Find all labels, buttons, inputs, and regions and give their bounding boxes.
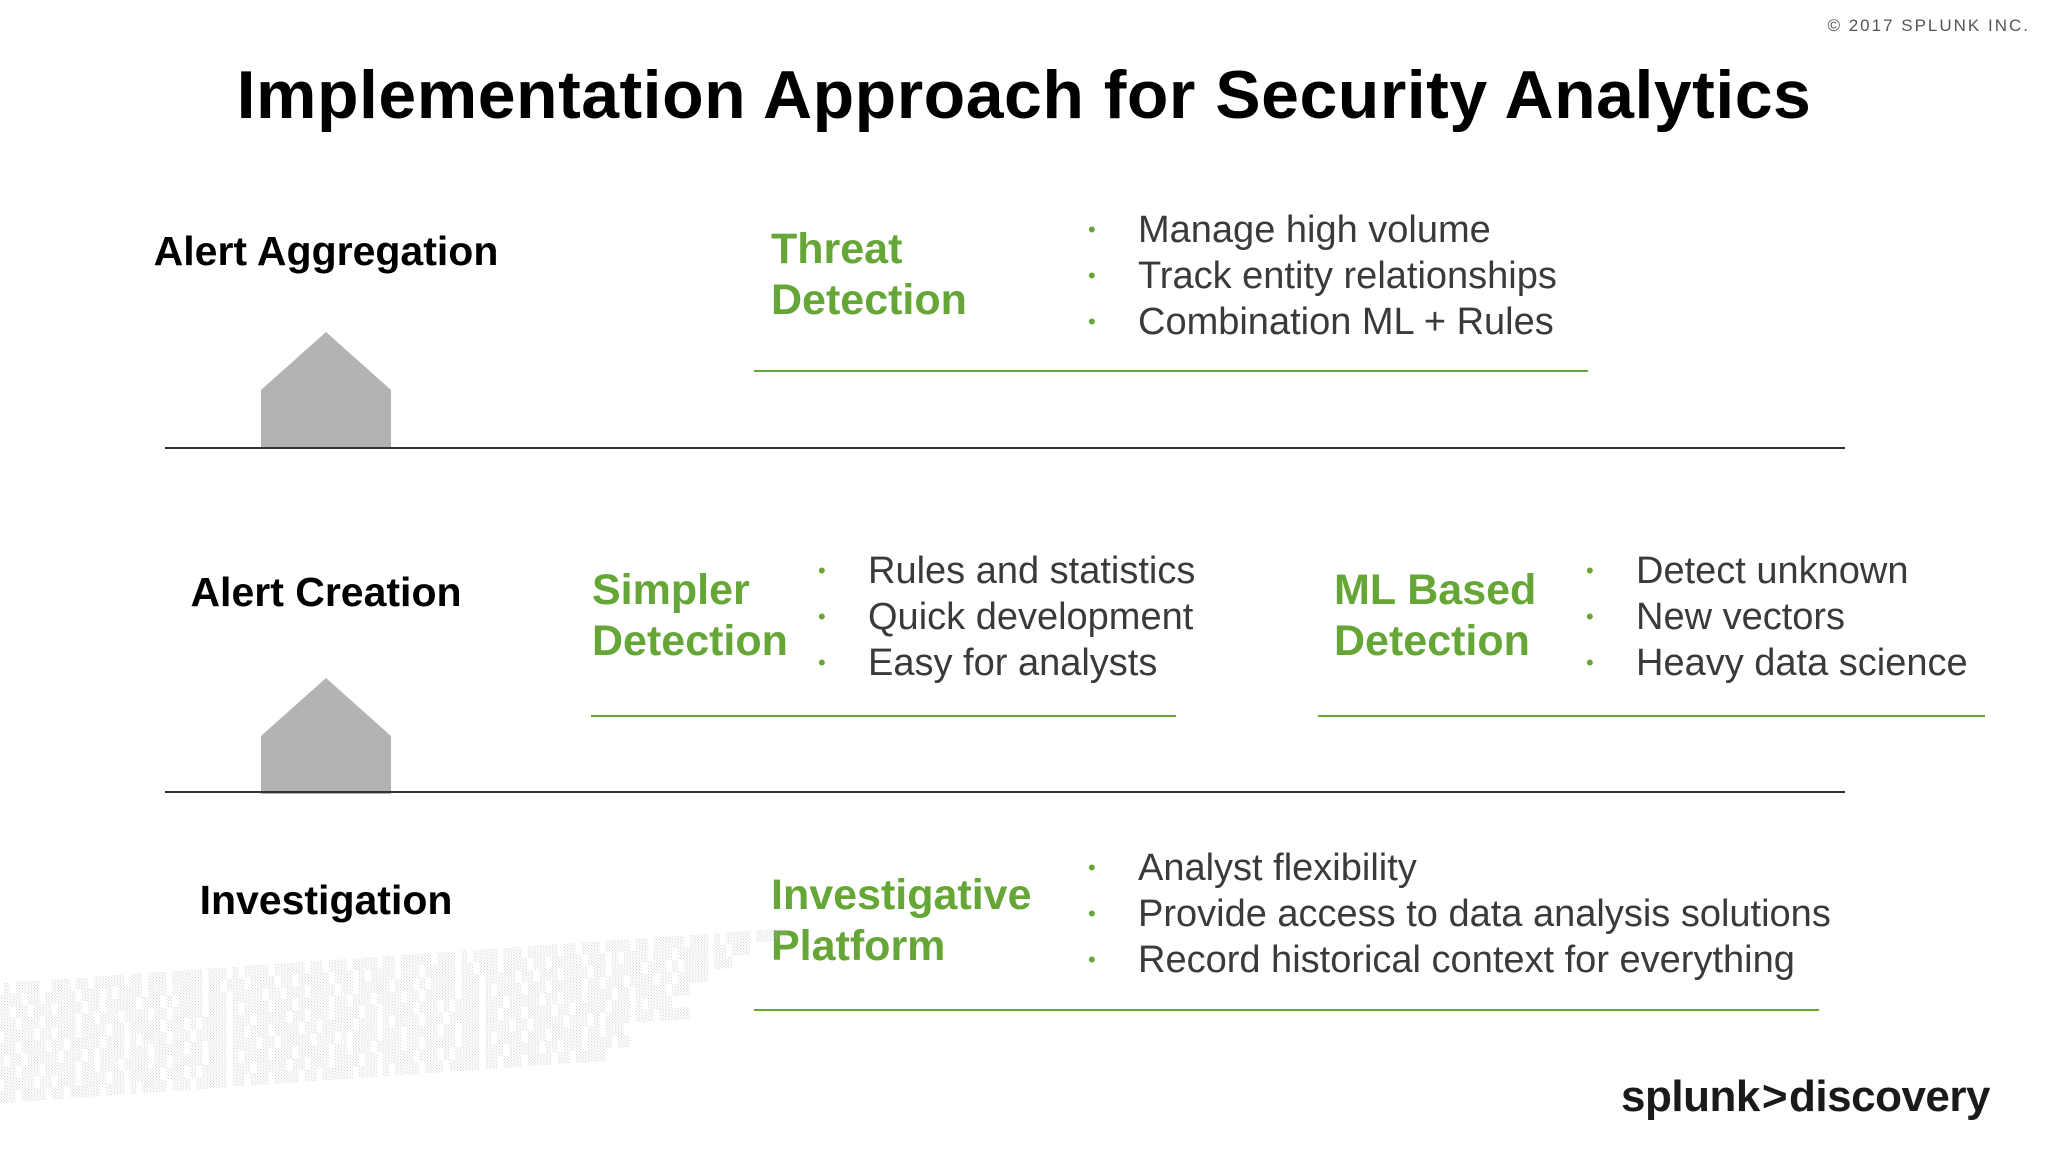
ml-heading-line2: Detection: [1334, 617, 1530, 665]
bullet-item: Provide access to data analysis solution…: [1088, 891, 1831, 937]
bullet-item: New vectors: [1586, 594, 1968, 640]
investigative-platform-heading: Investigative Platform: [771, 870, 1032, 972]
stage-label-investigation: Investigation: [199, 877, 453, 923]
simpler-detection-heading: Simpler Detection: [592, 565, 788, 667]
investigative-platform-underline: [754, 1009, 1819, 1011]
copyright-notice: © 2017 SPLUNK INC.: [1827, 16, 2030, 35]
investigative-heading-line1: Investigative: [771, 871, 1032, 919]
bullet-item: Detect unknown: [1586, 548, 1968, 594]
simpler-detection-bullets: Rules and statistics Quick development E…: [818, 548, 1195, 686]
logo-text-splunk: splunk: [1621, 1072, 1760, 1121]
simpler-heading-line2: Detection: [592, 617, 788, 665]
ml-detection-heading: ML Based Detection: [1334, 565, 1536, 667]
bullet-item: Quick development: [818, 594, 1195, 640]
bullet-item: Rules and statistics: [818, 548, 1195, 594]
investigative-platform-bullets: Analyst flexibility Provide access to da…: [1088, 845, 1831, 983]
stage-divider-line: [165, 791, 1845, 793]
bullet-item: Easy for analysts: [818, 640, 1195, 686]
simpler-heading-line1: Simpler: [592, 566, 750, 614]
ml-heading-line1: ML Based: [1334, 566, 1537, 614]
threat-detection-heading: Threat Detection: [771, 224, 967, 326]
bullet-item: Record historical context for everything: [1088, 937, 1831, 983]
stage-divider-line: [165, 447, 1845, 449]
logo-text-discovery: discovery: [1789, 1072, 1990, 1121]
threat-detection-underline: [754, 370, 1588, 372]
investigative-heading-line2: Platform: [771, 922, 946, 970]
splunk-discovery-logo: splunk>discovery: [1621, 1072, 1990, 1122]
bullet-item: Heavy data science: [1586, 640, 1968, 686]
bullet-item: Manage high volume: [1088, 207, 1557, 253]
simpler-detection-underline: [591, 715, 1176, 717]
logo-chevron: >: [1761, 1072, 1788, 1121]
slide-title: Implementation Approach for Security Ana…: [236, 57, 1812, 133]
bullet-item: Combination ML + Rules: [1088, 299, 1557, 345]
stage-label-alert-aggregation: Alert Aggregation: [153, 228, 499, 274]
bullet-item: Analyst flexibility: [1088, 845, 1831, 891]
house-icon: [261, 678, 391, 794]
threat-heading-line2: Detection: [771, 276, 967, 324]
threat-detection-bullets: Manage high volume Track entity relation…: [1088, 207, 1557, 345]
house-icon: [261, 332, 391, 448]
bullet-item: Track entity relationships: [1088, 253, 1557, 299]
ml-detection-underline: [1318, 715, 1985, 717]
ml-detection-bullets: Detect unknown New vectors Heavy data sc…: [1586, 548, 1968, 686]
stage-label-alert-creation: Alert Creation: [190, 569, 462, 615]
threat-heading-line1: Threat: [771, 225, 903, 273]
